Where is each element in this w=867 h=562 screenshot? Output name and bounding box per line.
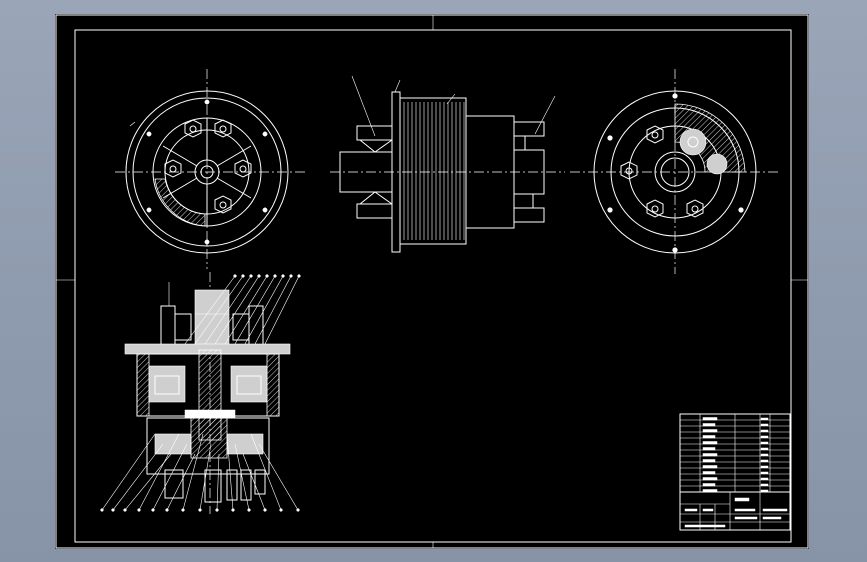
drawing-sheet (55, 14, 809, 549)
title-block (679, 413, 791, 531)
drawing-border (55, 14, 809, 549)
side-elevation-view (330, 75, 565, 253)
right-end-view (570, 69, 780, 274)
sectional-view (100, 272, 301, 514)
left-end-view (115, 69, 305, 269)
assembly-drawing (55, 14, 809, 549)
